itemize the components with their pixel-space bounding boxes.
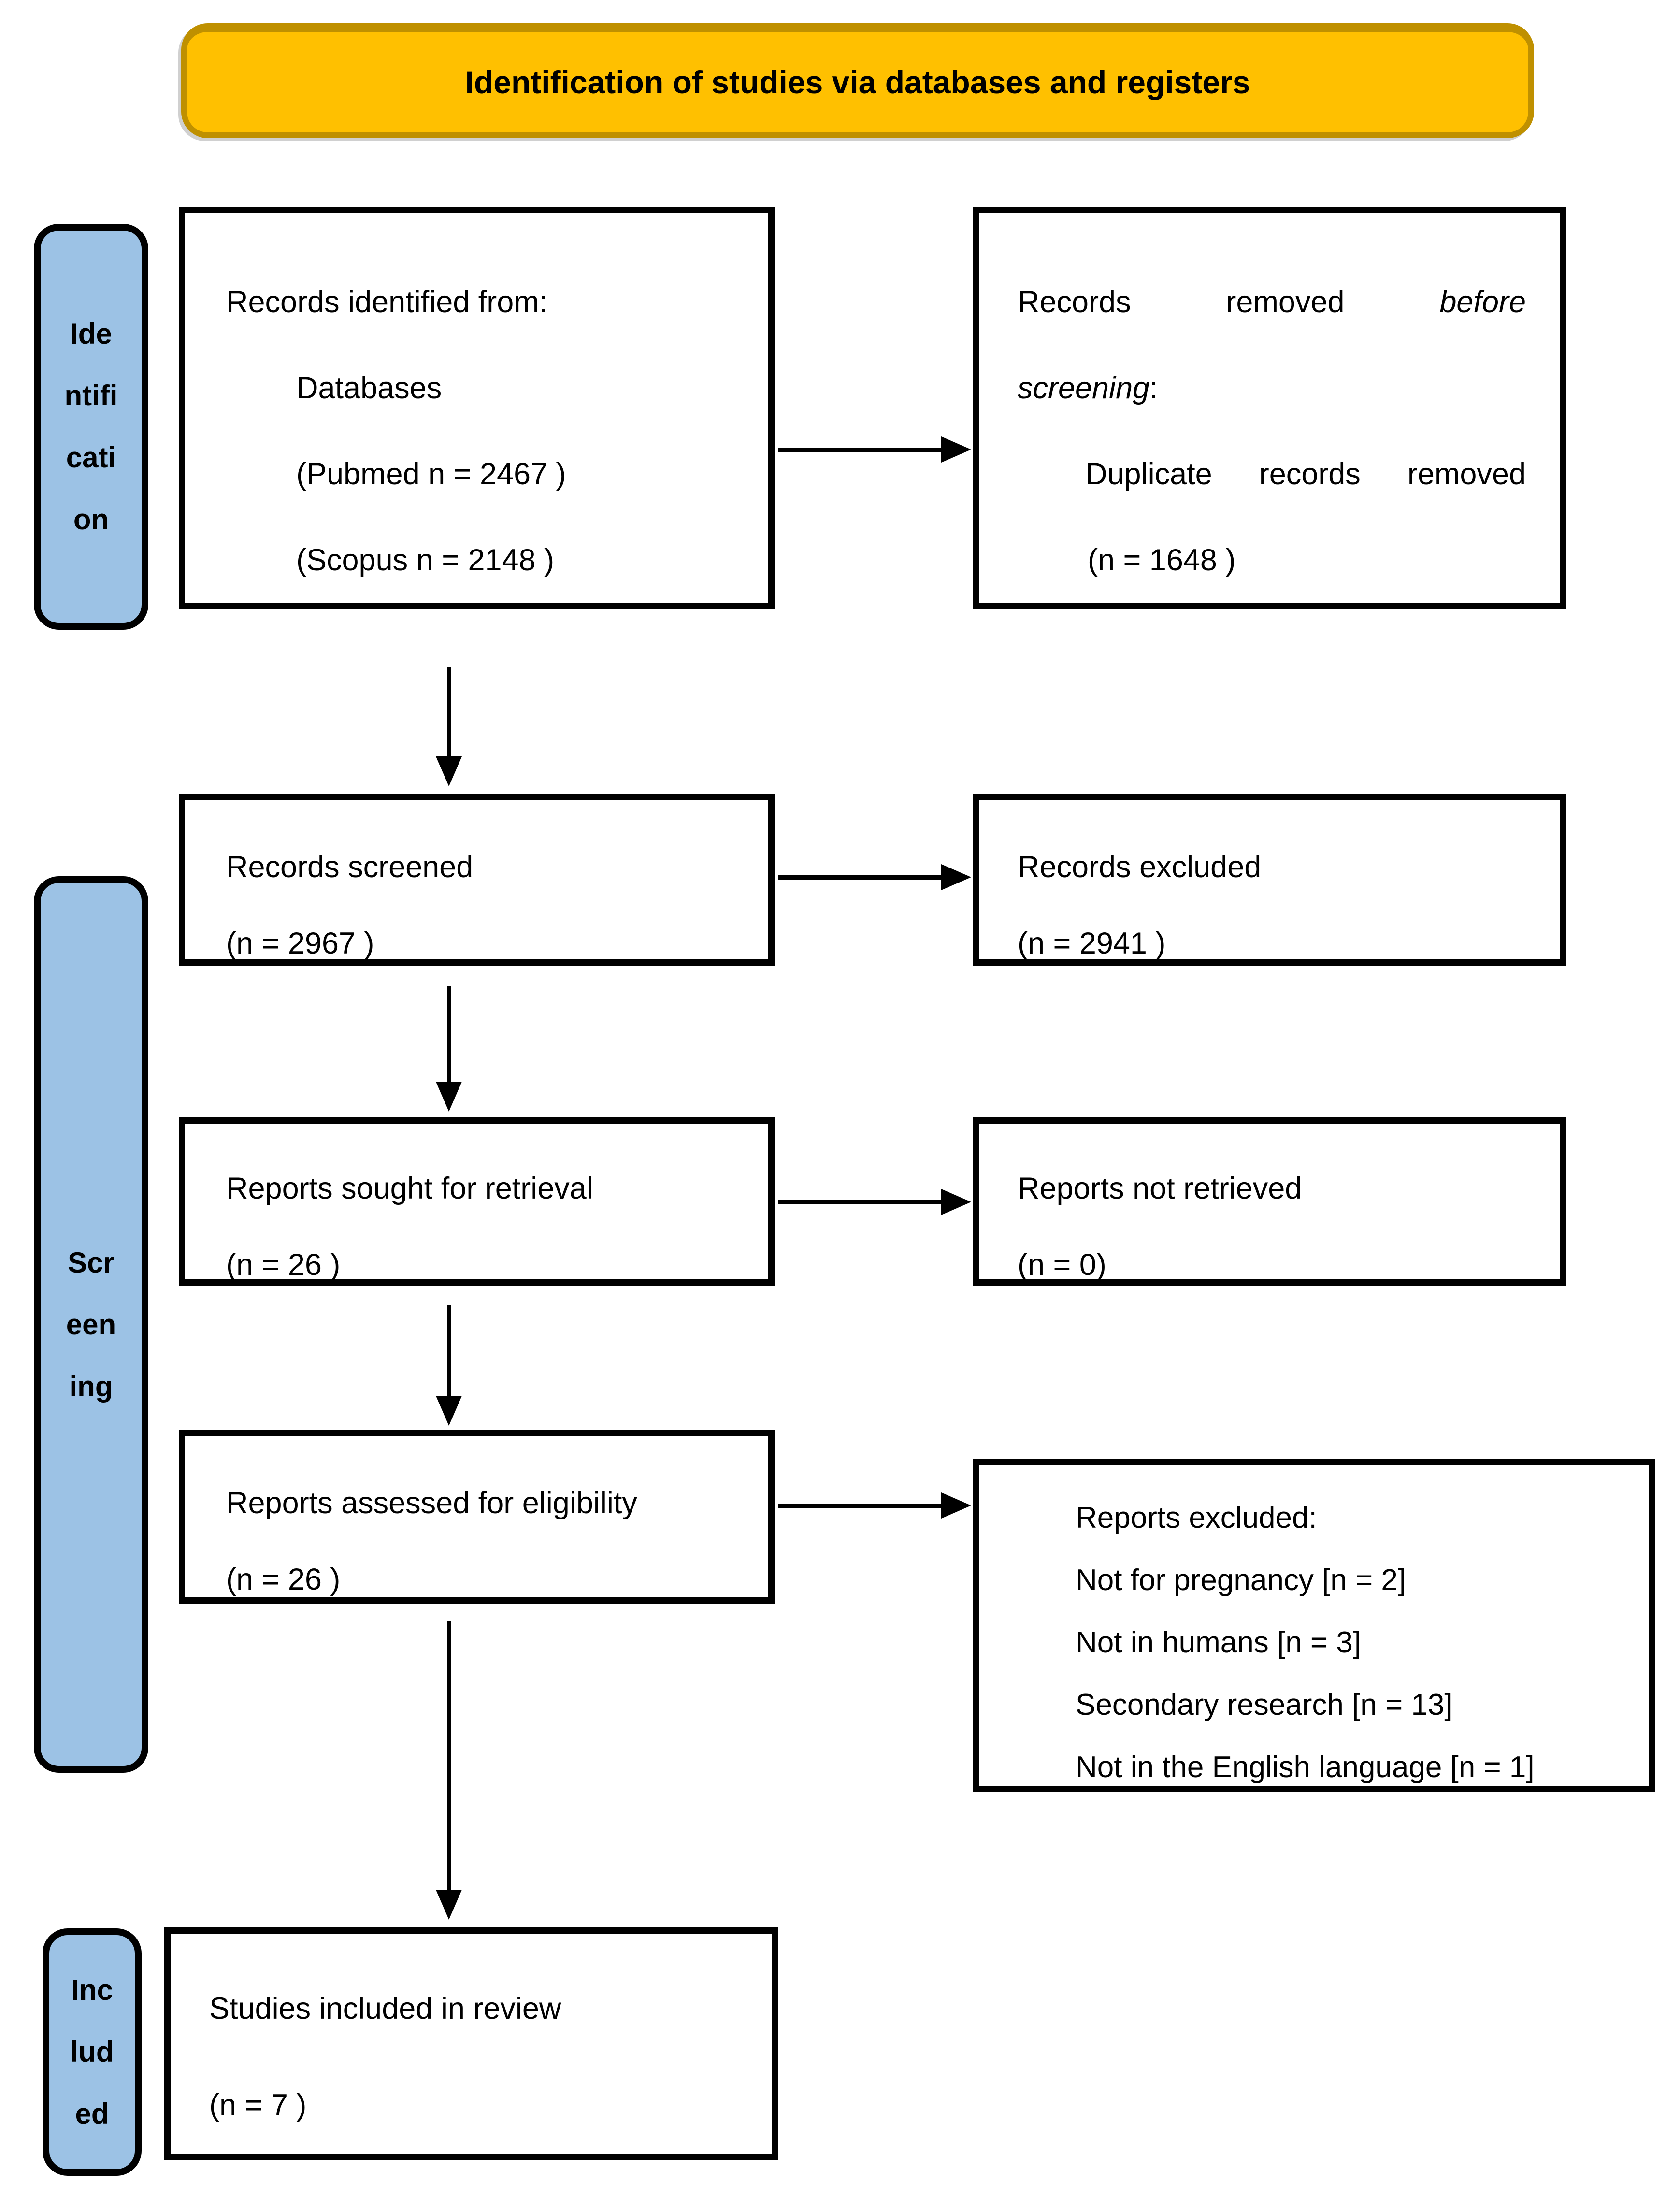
stage-label-identification: Ide ntifi cati on <box>34 224 148 630</box>
punctuation: : <box>1149 371 1158 405</box>
box-records-removed-before-screening: Records removed before screening: Duplic… <box>973 207 1566 609</box>
arrow-shaft <box>447 1621 451 1892</box>
arrow-shaft <box>778 448 945 452</box>
box-count: (n = 2941 ) <box>1018 926 1166 960</box>
box-reports-assessed-for-eligibility: Reports assessed for eligibility (n = 26… <box>179 1430 775 1604</box>
word: records <box>1259 457 1361 491</box>
word-italic: screening <box>1018 371 1150 405</box>
exclusion-reason: Not in humans [n = 3] <box>1076 1626 1362 1659</box>
box-heading: Records screened <box>226 850 474 884</box>
box-count: (n = 7 ) <box>209 2088 307 2122</box>
stage-label-line: een <box>66 1308 116 1341</box>
stage-label-included: Inc lud ed <box>43 1928 142 2176</box>
arrow-head-down-icon <box>436 1890 462 1920</box>
arrow-head-right-icon <box>941 1492 971 1519</box>
arrow-head-right-icon <box>941 864 971 890</box>
box-line: (Pubmed n = 2467 ) <box>296 457 566 491</box>
box-count: (n = 2967 ) <box>226 926 374 960</box>
arrow-shaft <box>778 1504 945 1508</box>
stage-label-line: Inc <box>71 1974 113 2006</box>
word: Records <box>1018 285 1131 319</box>
stage-label-line: lud <box>70 2036 114 2068</box>
arrow-head-down-icon <box>436 756 462 786</box>
arrow-head-down-icon <box>436 1082 462 1112</box>
stage-label-line: on <box>73 503 109 535</box>
stage-label-line: Ide <box>70 318 112 350</box>
box-heading: Reports not retrieved <box>1018 1172 1302 1205</box>
arrow-head-right-icon <box>941 436 971 463</box>
box-studies-included-in-review: Studies included in review (n = 7 ) <box>164 1927 778 2160</box>
box-reports-not-retrieved: Reports not retrieved (n = 0) <box>973 1117 1566 1286</box>
arrow-shaft <box>447 986 451 1083</box>
box-count: (n = 1648 ) <box>1088 543 1236 577</box>
stage-label-screening: Scr een ing <box>34 876 148 1773</box>
box-heading: Records identified from: <box>226 285 548 319</box>
box-count: (n = 0) <box>1018 1248 1106 1282</box>
box-heading: Studies included in review <box>209 1992 561 2026</box>
arrow-shaft <box>447 1305 451 1399</box>
arrow-shaft <box>447 667 451 759</box>
box-reports-sought-for-retrieval: Reports sought for retrieval (n = 26 ) <box>179 1117 775 1286</box>
title-banner: Identification of studies via databases … <box>181 23 1534 138</box>
word: Duplicate <box>1085 457 1212 491</box>
exclusion-reason: Secondary research [n = 13] <box>1076 1688 1453 1722</box>
arrow-head-right-icon <box>941 1189 971 1215</box>
exclusion-reason: Not for pregnancy [n = 2] <box>1076 1563 1407 1597</box>
page-title: Identification of studies via databases … <box>465 64 1250 100</box>
box-count: (n = 26 ) <box>226 1563 341 1596</box>
stage-label-line: ing <box>69 1370 113 1403</box>
stage-label-line: Scr <box>68 1246 115 1279</box>
box-heading: Reports excluded: <box>1076 1501 1317 1534</box>
stage-label-line: cati <box>66 441 116 474</box>
box-records-identified: Records identified from: Databases (Pubm… <box>179 207 775 609</box>
box-heading: Reports assessed for eligibility <box>226 1486 637 1520</box>
box-line: (Scopus n = 2148 ) <box>296 543 555 577</box>
stage-label-line: ed <box>75 2098 109 2130</box>
word-italic: before <box>1439 285 1526 319</box>
box-heading: Reports sought for retrieval <box>226 1172 593 1205</box>
stage-label-line: ntifi <box>64 379 118 412</box>
box-records-screened: Records screened (n = 2967 ) <box>179 794 775 966</box>
arrow-head-down-icon <box>436 1396 462 1426</box>
arrow-shaft <box>778 1200 945 1204</box>
word: removed <box>1407 457 1526 491</box>
exclusion-reason: Not in the English language [n = 1] <box>1076 1751 1535 1784</box>
box-heading-line2: screening: <box>1018 345 1526 431</box>
box-reports-excluded-reasons: Reports excluded: Not for pregnancy [n =… <box>973 1459 1655 1792</box>
word: removed <box>1226 285 1345 319</box>
box-line: Databases <box>296 371 442 405</box>
box-line-justified: Duplicate records removed <box>1085 431 1526 517</box>
arrow-shaft <box>778 875 945 880</box>
box-heading-justified: Records removed before <box>1018 259 1526 345</box>
box-records-excluded: Records excluded (n = 2941 ) <box>973 794 1566 966</box>
box-count: (n = 26 ) <box>226 1248 341 1282</box>
box-heading: Records excluded <box>1018 850 1262 884</box>
